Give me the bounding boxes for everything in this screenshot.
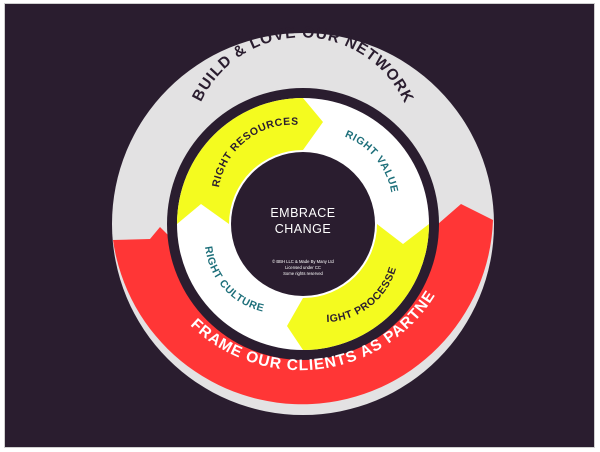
segment-right-resources xyxy=(177,98,323,224)
license-line-3: Some rights reserved xyxy=(283,271,323,276)
segment-right-processes xyxy=(287,224,429,350)
center-title-line1: EMBRACE xyxy=(270,206,335,220)
license-line-1: © BBH LLC & Made By Many Ltd xyxy=(272,259,334,264)
center-title-line2: CHANGE xyxy=(275,222,331,236)
change-cycle-diagram: BUILD & LOVE OUR NETWORK REFRAME OUR CLI… xyxy=(5,4,494,415)
license-line-2: Licensed under CC xyxy=(285,265,321,270)
center-hub xyxy=(231,152,375,296)
diagram-canvas: BUILD & LOVE OUR NETWORK REFRAME OUR CLI… xyxy=(4,3,595,448)
